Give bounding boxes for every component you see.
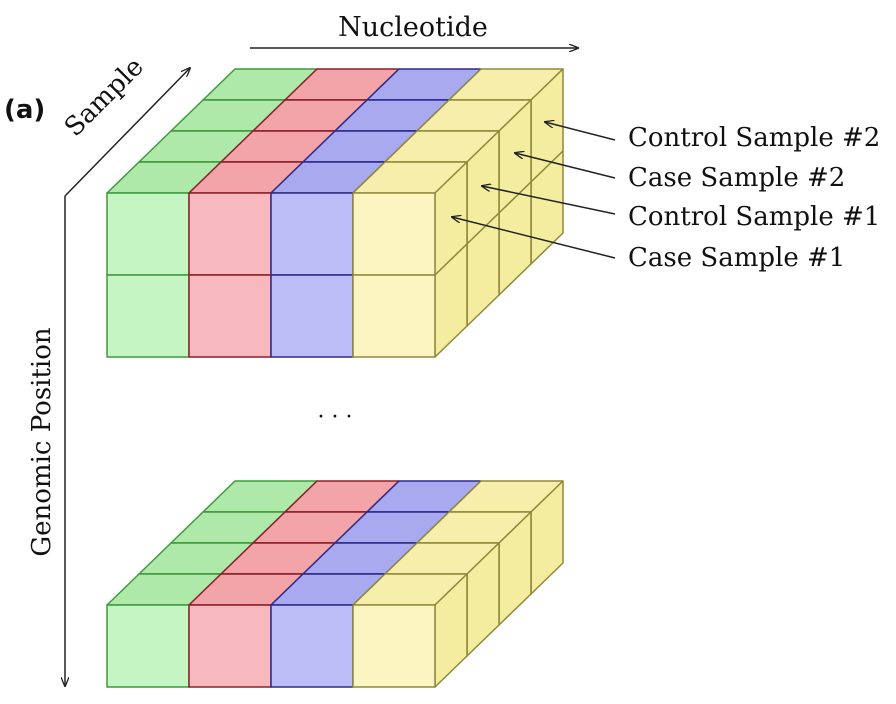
cube-front-face-yellow xyxy=(352,192,436,276)
panel-label: (a) xyxy=(4,95,45,125)
cube-front-face-red xyxy=(188,604,272,688)
sample-label-case-1: Case Sample #1 xyxy=(452,217,845,273)
genomic-position-axis-label: Genomic Position xyxy=(27,327,57,557)
sample-label-text: Control Sample #2 xyxy=(628,123,880,153)
cube-front-face-yellow xyxy=(352,274,436,358)
sample-label-case-2: Case Sample #2 xyxy=(515,153,845,193)
cube-front-face-green xyxy=(106,274,190,358)
nucleotide-axis-label: Nucleotide xyxy=(338,12,488,43)
cube-front-face-blue xyxy=(270,274,354,358)
pointer-arrow xyxy=(452,217,616,259)
pointer-arrow xyxy=(545,122,616,141)
cube-front-face-green xyxy=(106,192,190,276)
cube-front-face-green xyxy=(106,604,190,688)
sample-label-text: Case Sample #2 xyxy=(628,163,845,193)
sample-axis-arrow xyxy=(64,68,190,197)
sample-label-control-1: Control Sample #1 xyxy=(482,186,880,232)
sample-axis-label: Sample xyxy=(59,52,150,143)
pointer-arrow xyxy=(482,186,616,215)
cube-front-face-red xyxy=(188,274,272,358)
pointer-arrow xyxy=(515,153,616,179)
cube-front-face-blue xyxy=(270,604,354,688)
bottom-cube-stack xyxy=(106,480,564,688)
cube-front-face-yellow xyxy=(352,604,436,688)
ellipsis: · · · xyxy=(318,405,353,430)
top-cube-stack xyxy=(106,68,564,358)
cube-front-face-blue xyxy=(270,192,354,276)
cube-front-face-red xyxy=(188,192,272,276)
sample-label-text: Case Sample #1 xyxy=(628,243,845,273)
sample-label-control-2: Control Sample #2 xyxy=(545,122,880,153)
sample-label-text: Control Sample #1 xyxy=(628,202,880,232)
